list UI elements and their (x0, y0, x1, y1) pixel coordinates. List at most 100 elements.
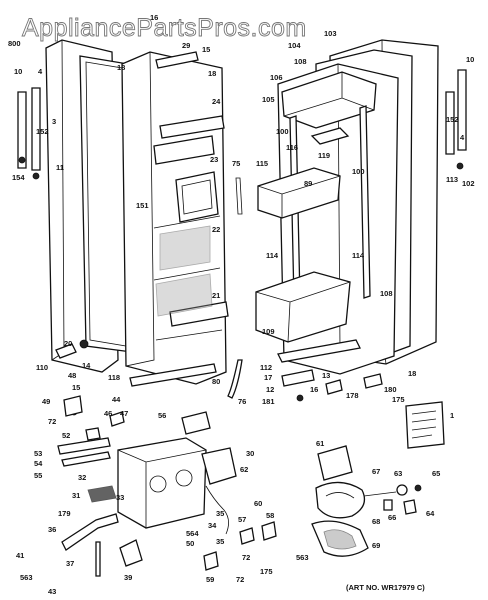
freezer-door-shelf-23 (153, 135, 215, 165)
ice-crusher-assembly (311, 445, 422, 557)
callout-c59: 59 (206, 575, 214, 584)
callout-c102: 102 (462, 179, 475, 188)
callout-c55: 55 (34, 471, 42, 480)
shelf-119 (310, 127, 350, 145)
spring-37 (95, 541, 101, 577)
bracket-180 (363, 373, 383, 389)
callout-c44: 44 (112, 395, 121, 404)
callout-c64: 64 (426, 509, 435, 518)
dispenser-arm-36 (61, 513, 119, 551)
callout-c12: 12 (266, 385, 274, 394)
callout-c11: 11 (56, 163, 64, 172)
callout-c50: 50 (186, 539, 194, 548)
callout-c72a: 72 (48, 417, 56, 426)
drip-grille-33 (87, 485, 117, 503)
freezer-tube-76 (227, 359, 243, 399)
bracket-30 (201, 447, 237, 485)
callout-c67: 67 (372, 467, 380, 476)
bracket-110 (55, 343, 77, 359)
callout-c30: 30 (246, 449, 254, 458)
callout-c15a: 15 (202, 45, 210, 54)
callout-c112: 112 (260, 363, 272, 372)
callout-c68: 68 (372, 517, 380, 526)
screw-20 (79, 339, 89, 349)
callout-c31: 31 (72, 491, 80, 500)
callout-c58: 58 (266, 511, 274, 520)
nut-65 (414, 484, 422, 492)
callout-c118: 118 (108, 373, 120, 382)
callout-c65: 65 (432, 469, 440, 478)
callout-c113: 113 (446, 175, 458, 184)
callout-c1: 1 (450, 411, 454, 420)
callout-c563b: 563 (296, 553, 309, 562)
callout-c151: 151 (136, 201, 149, 210)
callout-c108b: 108 (380, 289, 393, 298)
callout-c47: 47 (120, 409, 128, 418)
shelf-rail-114-right (359, 105, 371, 299)
callout-c119: 119 (318, 151, 330, 160)
callout-c39: 39 (124, 573, 132, 582)
part-59 (203, 551, 219, 571)
callout-c114a: 114 (266, 251, 279, 260)
callout-c563a: 563 (20, 573, 33, 582)
callout-c57: 57 (238, 515, 246, 524)
callout-c36: 36 (48, 525, 56, 534)
bottom-hinge-13 (281, 369, 315, 387)
freezer-door-assembly (17, 39, 243, 399)
callout-c152a: 152 (36, 127, 49, 136)
bracket-58 (261, 521, 277, 541)
literature-kit-1 (405, 401, 445, 449)
callout-c48: 48 (68, 371, 76, 380)
callout-c17: 17 (264, 373, 272, 382)
callout-c61: 61 (316, 439, 324, 448)
wire-harness-60 (205, 485, 229, 535)
callout-c41: 41 (16, 551, 24, 560)
callout-c18b: 18 (208, 69, 216, 78)
callout-c175a: 175 (392, 395, 405, 404)
callout-c72c: 72 (236, 575, 244, 584)
callout-c24: 24 (212, 97, 221, 106)
callout-c106: 106 (270, 73, 283, 82)
callout-c16b: 16 (310, 385, 318, 394)
callout-c35b: 35 (216, 537, 224, 546)
fresh-food-handle (457, 69, 467, 151)
callout-c76: 76 (238, 397, 246, 406)
freezer-handle (17, 91, 27, 169)
clip-47 (109, 411, 125, 427)
freezer-top-hinge (155, 51, 199, 69)
callout-c175b: 175 (260, 567, 273, 576)
callout-c4: 4 (38, 67, 43, 76)
callout-c23: 23 (210, 155, 218, 164)
callout-c114b: 114 (352, 251, 365, 260)
callout-c116: 116 (286, 143, 298, 152)
callout-c179: 179 (58, 509, 71, 518)
handle-screw (32, 172, 40, 180)
callout-c69: 69 (372, 541, 380, 550)
callout-c4b: 4 (460, 133, 465, 142)
callout-c15b: 15 (72, 383, 80, 392)
callout-c35a: 35 (216, 509, 224, 518)
door-bin-89 (257, 167, 341, 219)
callout-c18c: 18 (408, 369, 416, 378)
freezer-tube-75 (235, 177, 243, 215)
bracket-64 (403, 499, 417, 515)
callout-c100a: 100 (276, 127, 289, 136)
actuator-39 (119, 539, 143, 567)
callout-c14: 14 (82, 361, 91, 370)
dispenser-trim-53 (57, 437, 111, 455)
callout-c104: 104 (288, 41, 301, 50)
shaft-67 (363, 491, 397, 497)
dispenser-housing (117, 437, 207, 529)
callout-c178: 178 (346, 391, 359, 400)
callout-c63: 63 (394, 469, 402, 478)
callout-c564: 564 (186, 529, 199, 538)
callout-c37: 37 (66, 559, 74, 568)
watermark-text: AppliancePartsPros.com (22, 14, 307, 42)
callout-c13: 13 (322, 371, 330, 380)
callout-c33: 33 (116, 493, 124, 502)
callout-c103: 103 (324, 29, 337, 38)
callout-c72b: 72 (242, 553, 250, 562)
callout-c75: 75 (232, 159, 240, 168)
